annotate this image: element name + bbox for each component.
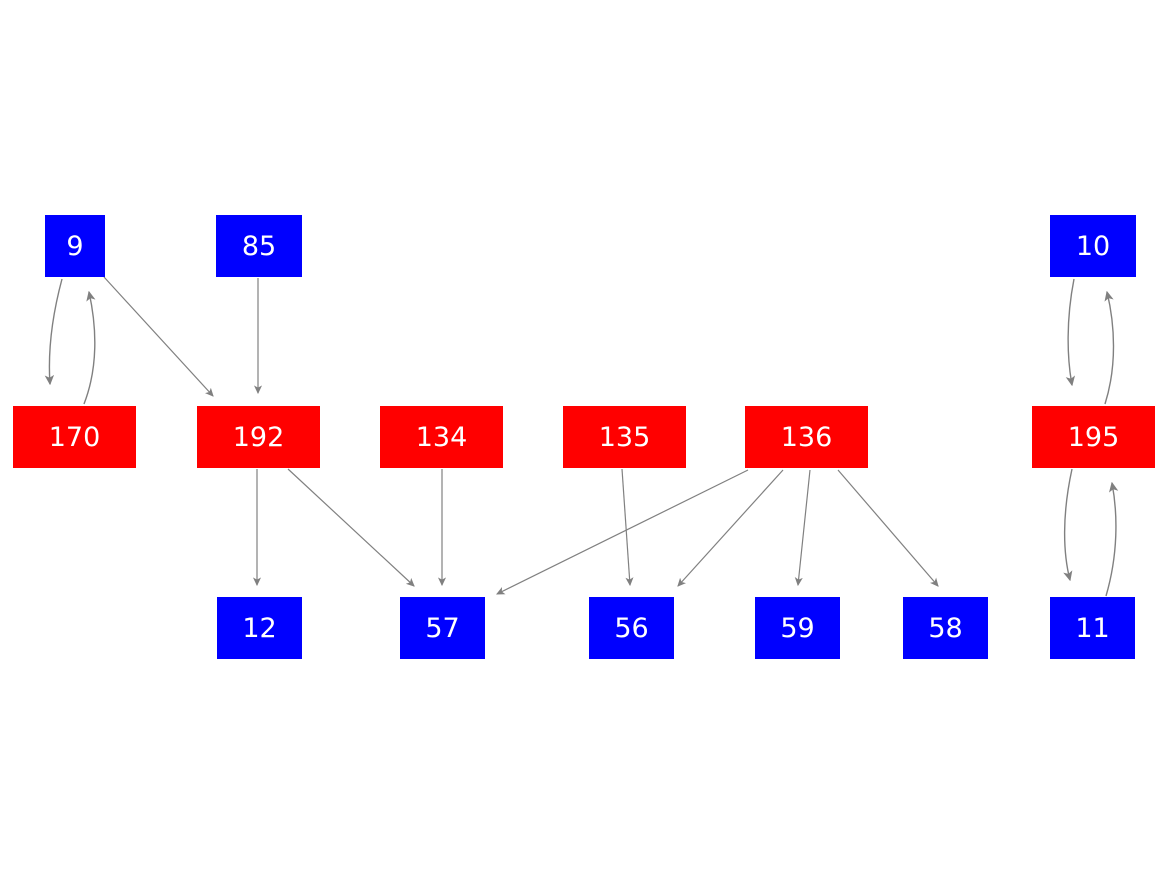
node-label: 135 [598, 421, 651, 453]
edge-9-to-192 [103, 276, 214, 397]
node-11[interactable]: 11 [1050, 597, 1135, 659]
node-10[interactable]: 10 [1050, 215, 1136, 277]
node-59[interactable]: 59 [755, 597, 840, 659]
node-label: 11 [1075, 612, 1110, 644]
node-label: 170 [48, 421, 101, 453]
edge-136-to-58 [837, 469, 939, 587]
node-label: 59 [780, 612, 815, 644]
node-label: 10 [1075, 230, 1111, 262]
node-label: 136 [780, 421, 833, 453]
edge-195-to-11 [1063, 468, 1073, 582]
node-label: 85 [241, 230, 277, 262]
edge-170-to-9 [83, 290, 96, 405]
node-label: 134 [415, 421, 468, 453]
node-58[interactable]: 58 [903, 597, 988, 659]
node-12[interactable]: 12 [217, 597, 302, 659]
edge-10-to-195 [1065, 278, 1076, 387]
node-56[interactable]: 56 [589, 597, 674, 659]
node-57[interactable]: 57 [400, 597, 485, 659]
node-label: 12 [242, 612, 277, 644]
edge-136-to-57 [496, 469, 749, 595]
node-label: 9 [66, 230, 84, 262]
node-label: 192 [232, 421, 285, 453]
node-label: 195 [1067, 421, 1120, 453]
edge-11-to-195 [1105, 481, 1119, 597]
node-170[interactable]: 170 [13, 406, 136, 468]
node-134[interactable]: 134 [380, 406, 503, 468]
node-label: 56 [614, 612, 649, 644]
node-85[interactable]: 85 [216, 215, 302, 277]
node-192[interactable]: 192 [197, 406, 320, 468]
edge-136-to-56 [677, 469, 784, 587]
edge-195-to-10 [1104, 290, 1115, 405]
edge-9-to-170 [44, 278, 63, 386]
edge-192-to-57 [287, 468, 415, 587]
node-label: 57 [425, 612, 460, 644]
node-195[interactable]: 195 [1032, 406, 1155, 468]
node-135[interactable]: 135 [563, 406, 686, 468]
edge-135-to-56 [621, 468, 634, 587]
node-9[interactable]: 9 [45, 215, 105, 277]
edge-136-to-59 [794, 469, 811, 587]
node-136[interactable]: 136 [745, 406, 868, 468]
node-label: 58 [928, 612, 963, 644]
